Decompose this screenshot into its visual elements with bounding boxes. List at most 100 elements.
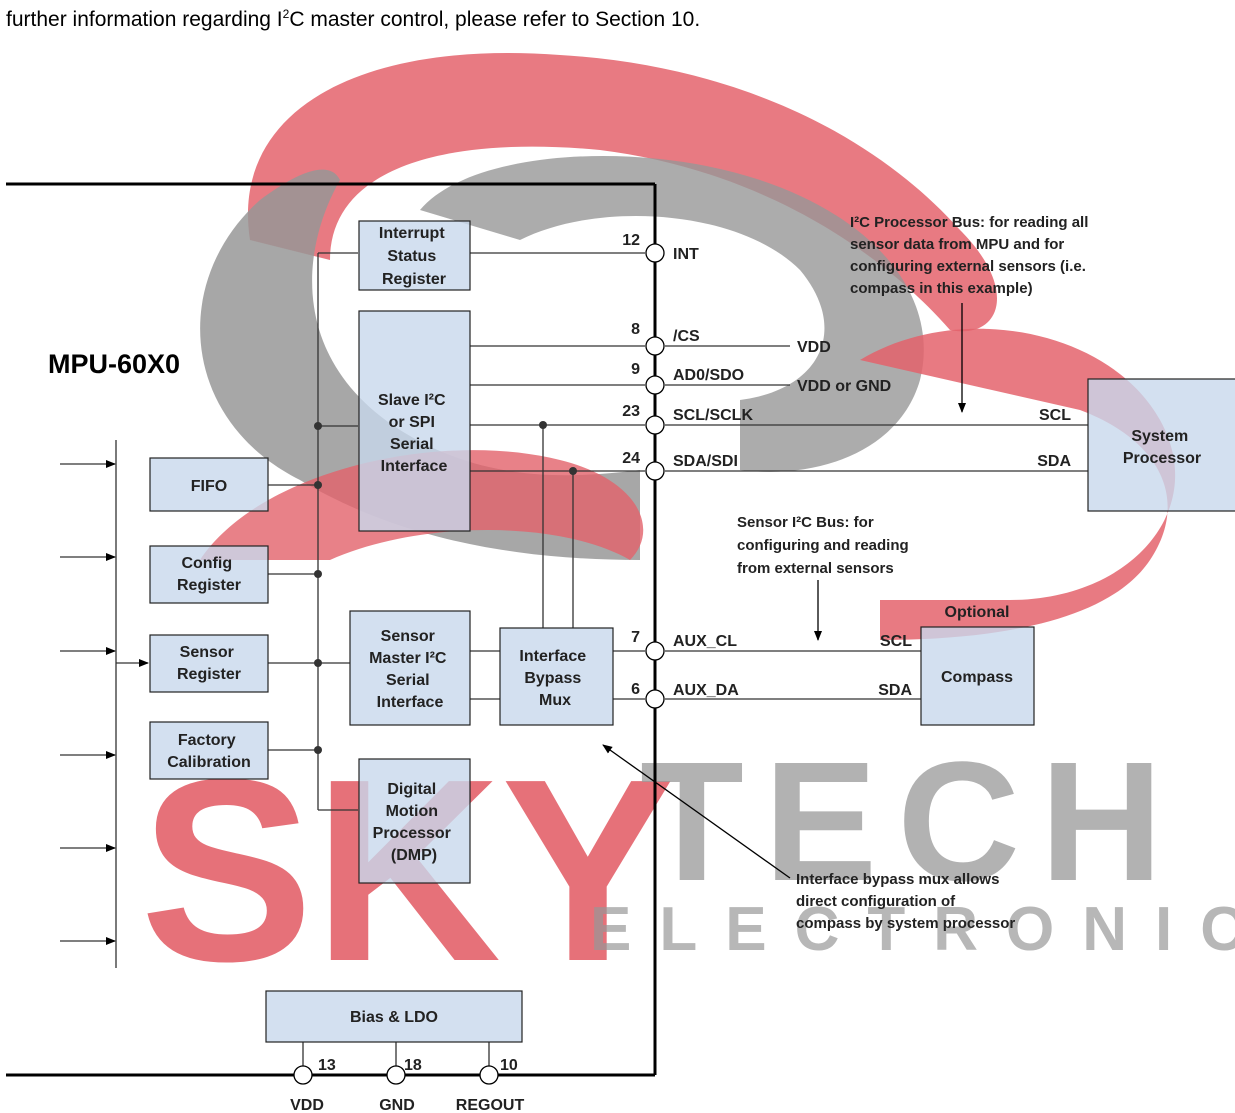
slave-interface-line-1: Slave I²C <box>378 392 446 409</box>
bypass-mux-note-line-2: direct configuration of <box>796 893 956 910</box>
dmp-label: Digital Motion Processor (DMP) <box>373 781 456 864</box>
pin-vdd <box>293 1065 313 1085</box>
factory-calibration-label: Factory Calibration <box>167 732 251 771</box>
pin-vdd-number: 13 <box>318 1057 336 1074</box>
dmp-box <box>358 758 471 884</box>
internal-wiring <box>115 252 645 1066</box>
config-register-label: Config Register <box>177 555 241 594</box>
sensor-master-line-3: Serial <box>386 672 430 689</box>
factory-calibration-box <box>149 721 269 780</box>
pin-int-number: 12 <box>622 232 640 249</box>
factory-calibration-line-2: Calibration <box>167 754 251 771</box>
interrupt-status-line-2: Status <box>387 248 436 265</box>
pin-labels: 12 INT 8 /CS 9 AD0/SDO 23 SCL/SCLK 24 SD… <box>290 232 753 1113</box>
pin-aux-da-number: 6 <box>631 681 640 698</box>
sensor-register-line-1: Sensor <box>180 644 234 661</box>
blocks <box>149 220 1235 1043</box>
annotation-arrows <box>602 303 966 879</box>
processor-bus-note-line-3: configuring external sensors (i.e. <box>850 258 1086 275</box>
pin-ad0 <box>645 375 665 395</box>
net-label-vdd-or-gnd: VDD or GND <box>797 378 891 395</box>
watermark-electronic: ELECTRONIC <box>590 895 1235 964</box>
sensor-bus-note: Sensor I²C Bus: for configuring and read… <box>737 514 913 577</box>
slave-interface-label: Slave I²C or SPI Serial Interface <box>378 392 450 475</box>
system-processor-line-2: Processor <box>1123 450 1201 467</box>
bypass-mux-line-2: Bypass <box>524 670 581 687</box>
external-wiring <box>665 345 1088 700</box>
bias-ldo-box <box>265 990 523 1043</box>
slave-interface-line-4: Interface <box>381 458 448 475</box>
slave-interface-box <box>358 310 471 532</box>
pin-aux-da-name: AUX_DA <box>673 682 739 699</box>
pin-vdd-name: VDD <box>290 1097 324 1113</box>
intro-text: further information regarding I2C master… <box>6 7 700 32</box>
bypass-note-arrow <box>602 744 791 879</box>
net-labels: VDD VDD or GND SCL SDA SCL SDA Optional <box>797 339 1071 699</box>
sensor-bus-note-line-1: Sensor I²C Bus: for <box>737 514 874 531</box>
watermark: SKY TECH ELECTRONIC <box>140 52 1235 1016</box>
pin-cs <box>645 336 665 356</box>
dmp-line-3: Processor <box>373 825 451 842</box>
dmp-line-2: Motion <box>386 803 438 820</box>
intro-text-before: further information regarding I <box>6 8 283 31</box>
pin-regout <box>479 1065 499 1085</box>
processor-bus-note: I²C Processor Bus: for reading all senso… <box>850 214 1093 297</box>
pin-aux-da <box>645 689 665 709</box>
interrupt-status-label: Interrupt Status Register <box>379 225 449 288</box>
watermark-swirl-gray-right <box>420 156 924 472</box>
pin-gnd <box>386 1065 406 1085</box>
interrupt-status-line-1: Interrupt <box>379 225 445 242</box>
slave-interface-line-2: or SPI <box>389 414 435 431</box>
watermark-swirl-red-top <box>247 52 998 332</box>
sensor-bus-note-line-2: configuring and reading <box>737 537 909 554</box>
chip-outline <box>6 182 657 1077</box>
system-processor-line-1: System <box>1131 428 1188 445</box>
junction-dots <box>314 421 577 754</box>
compass-label: Compass <box>941 669 1013 686</box>
net-label-vdd: VDD <box>797 339 831 356</box>
sensor-master-line-4: Interface <box>377 694 444 711</box>
processor-bus-note-line-4: compass in this example) <box>850 280 1033 297</box>
pin-regout-name: REGOUT <box>456 1097 525 1113</box>
pin-cs-name: /CS <box>673 328 700 345</box>
interrupt-status-box <box>358 220 471 291</box>
net-label-optional: Optional <box>945 604 1010 621</box>
sensor-master-line-1: Sensor <box>381 628 435 645</box>
watermark-swirl-gray-left <box>200 169 640 560</box>
bypass-mux-line-1: Interface <box>519 648 586 665</box>
pin-sda-name: SDA/SDI <box>673 453 738 470</box>
pin-int <box>645 243 665 263</box>
annotations: I²C Processor Bus: for reading all senso… <box>737 214 1093 932</box>
pin-regout-number: 10 <box>500 1057 518 1074</box>
pin-int-name: INT <box>673 246 699 263</box>
intro-text-after: C master control, please refer to Sectio… <box>289 8 701 31</box>
bypass-mux-label: Interface Bypass Mux <box>519 648 590 709</box>
bypass-mux-note-line-1: Interface bypass mux allows <box>796 871 999 888</box>
net-label-scl-compass: SCL <box>880 633 912 650</box>
watermark-tech: TECH <box>640 727 1183 917</box>
pin-aux-cl-name: AUX_CL <box>673 633 737 650</box>
pin-sda-number: 24 <box>622 450 640 467</box>
pin-gnd-number: 18 <box>404 1057 422 1074</box>
bypass-mux-note-line-3: compass by system processor <box>796 915 1015 932</box>
dmp-line-4: (DMP) <box>391 847 437 864</box>
pin-scl-number: 23 <box>622 403 640 420</box>
bypass-mux-note: Interface bypass mux allows direct confi… <box>796 871 1015 932</box>
sensor-master-line-2: Master I²C <box>369 650 447 667</box>
pin-ad0-name: AD0/SDO <box>673 367 744 384</box>
net-label-sda-system: SDA <box>1037 453 1071 470</box>
pin-sda <box>645 461 665 481</box>
pin-scl-name: SCL/SCLK <box>673 407 753 424</box>
pins <box>293 243 665 1085</box>
sensor-register-label: Sensor Register <box>177 644 241 683</box>
processor-bus-note-line-2: sensor data from MPU and for <box>850 236 1064 253</box>
pin-aux-cl <box>645 641 665 661</box>
dmp-line-1: Digital <box>387 781 436 798</box>
intro-text-superscript: 2 <box>282 7 290 21</box>
net-label-sda-compass: SDA <box>878 682 912 699</box>
factory-calibration-line-1: Factory <box>178 732 236 749</box>
sensor-register-line-2: Register <box>177 666 241 683</box>
sensor-master-box <box>349 610 471 726</box>
sensor-bus-note-line-3: from external sensors <box>737 560 894 577</box>
